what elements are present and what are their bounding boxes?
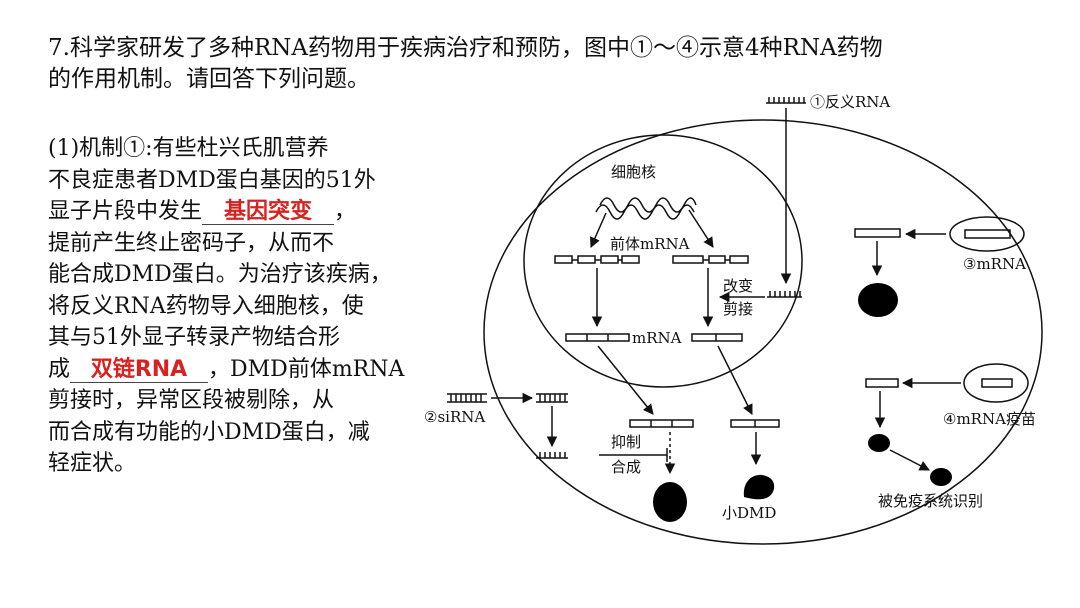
mrna-strip-right	[691, 333, 743, 342]
part1-text: ，	[334, 199, 357, 224]
protein-blob-dmd-full	[653, 482, 687, 522]
splice-label: 剪接	[723, 300, 753, 318]
sirna-label: ②siRNA	[424, 408, 485, 426]
mrna-3-strip	[854, 228, 901, 238]
part1-line: 将反义RNA药物导入细胞核，使	[48, 293, 364, 319]
small-dmd-label: 小DMD	[722, 504, 776, 522]
part1-text: 显子片段中发生	[48, 199, 203, 224]
antisense-rna-icon	[766, 97, 806, 104]
cell-outline	[483, 119, 1043, 545]
mrna-vaccine-label: ④mRNA疫苗	[943, 410, 1036, 428]
question-line-1: 7.科学家研发了多种RNA药物用于疾病治疗和预防，图中①～④示意4种RNA药物	[48, 35, 883, 61]
sirna-inside-icon	[536, 393, 568, 403]
mrna-strip-left	[565, 333, 630, 342]
mrna-4-strip	[865, 378, 899, 388]
inhibit-label: 抑制	[611, 433, 641, 451]
part1-line: 其与51外显子转录产物结合形	[48, 325, 340, 350]
part1-paragraph: (1)机制①:有些杜兴氏肌营养 不良症患者DMD蛋白基因的51外 显子片段中发生…	[48, 133, 404, 480]
antisense-rna-label: ①反义RNA	[810, 93, 890, 111]
part1-text: ，DMD前体mRNA	[208, 356, 405, 382]
question-line-2: 的作用机制。请回答下列问题。	[48, 66, 370, 92]
mrna-3-label: ③mRNA	[963, 255, 1026, 273]
immune-recognition-label: 被免疫系统识别	[878, 492, 983, 510]
part1-line: 显子片段中发生基因突变，	[48, 196, 404, 228]
mrna-vesicle-3	[949, 216, 1025, 252]
protein-blob-4b	[930, 468, 952, 486]
cytoplasm-mrna-2	[730, 419, 780, 428]
change-label: 改变	[723, 277, 753, 295]
protein-blob-small-dmd	[743, 474, 775, 500]
sirna-icon	[447, 393, 487, 403]
protein-blob-3	[858, 283, 898, 317]
pre-mrna-right	[672, 255, 749, 264]
part1-line: 提前产生终止密码子，从而不	[48, 230, 335, 256]
nucleus-label: 细胞核	[611, 163, 656, 181]
protein-blob-4	[868, 434, 890, 452]
dna-helix-icon	[595, 197, 697, 220]
part1-line: (1)机制①:有些杜兴氏肌营养	[48, 136, 329, 161]
sirna-single-strand-icon	[536, 452, 568, 459]
part1-text: 成	[48, 356, 71, 382]
part1-line: 能合成DMD蛋白。为治疗该疾病，	[48, 262, 392, 287]
pre-mrna-label: 前体mRNA	[610, 235, 690, 253]
antisense-rna-bound-icon	[767, 291, 802, 298]
nucleus-outline	[523, 134, 803, 388]
part1-line: 轻症状。	[48, 451, 137, 476]
answer-blank-1: 基因突变	[202, 200, 335, 225]
pre-mrna-left	[554, 255, 640, 264]
part1-line: 而合成有功能的小DMD蛋白，减	[48, 419, 370, 445]
part1-line: 成双链RNA，DMD前体mRNA	[48, 354, 404, 386]
part1-line: 剪接时，异常区段被剔除，从	[48, 388, 335, 413]
cytoplasm-mrna-1	[629, 419, 694, 428]
synthesis-label: 合成	[611, 458, 641, 476]
mrna-label: mRNA	[632, 329, 682, 347]
part1-line: 不良症患者DMD蛋白基因的51外	[48, 167, 376, 193]
answer-blank-2: 双链RNA	[70, 357, 209, 383]
mrna-vaccine-vesicle	[963, 363, 1029, 403]
